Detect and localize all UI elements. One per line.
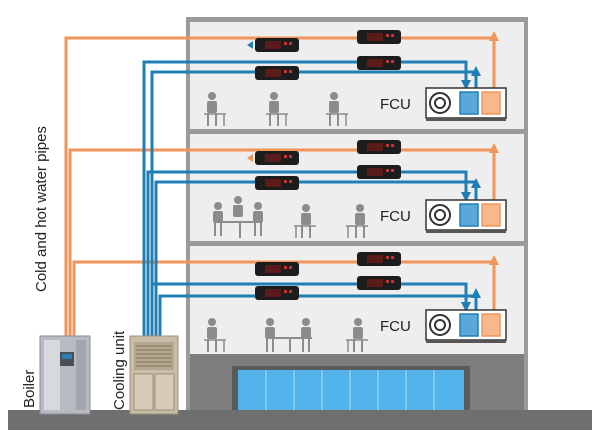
controller-icon bbox=[357, 252, 401, 266]
person-icon bbox=[265, 318, 275, 352]
person-icon bbox=[204, 318, 226, 352]
boiler-label: Boiler bbox=[21, 370, 38, 408]
person-icon bbox=[266, 92, 288, 126]
controller-icon bbox=[357, 140, 401, 154]
controller-icon bbox=[247, 38, 299, 52]
fcu-unit-icon bbox=[425, 199, 507, 233]
controller-icon bbox=[247, 151, 299, 165]
fcu-label-top: FCU bbox=[380, 96, 411, 113]
controller-icon bbox=[357, 276, 401, 290]
controller-icon bbox=[255, 262, 299, 276]
fcu-unit-icon bbox=[425, 87, 507, 121]
person-icon bbox=[233, 196, 243, 217]
fcu-label-middle: FCU bbox=[380, 208, 411, 225]
controller-icon bbox=[357, 165, 401, 179]
fcu-label-bottom: FCU bbox=[380, 318, 411, 335]
person-icon bbox=[326, 92, 348, 126]
person-icon bbox=[213, 202, 223, 236]
people-bottom-floor bbox=[204, 318, 368, 352]
cooling-unit-icon bbox=[129, 335, 179, 415]
cooling-unit-label: Cooling unit bbox=[111, 330, 128, 410]
controller-icon bbox=[357, 56, 401, 70]
cold-water-pipes bbox=[142, 60, 478, 336]
fcu-units bbox=[425, 87, 507, 343]
controller-icon bbox=[255, 66, 299, 80]
pipes-label: Cold and hot water pipes bbox=[33, 126, 50, 292]
person-icon bbox=[301, 318, 311, 352]
person-icon bbox=[204, 92, 226, 126]
people-middle-floor bbox=[213, 196, 368, 238]
person-icon bbox=[346, 204, 368, 238]
hot-pipe-arrows bbox=[489, 31, 499, 265]
person-icon bbox=[253, 202, 263, 236]
people-top-floor bbox=[204, 92, 348, 126]
controller-icon bbox=[255, 286, 299, 300]
person-icon bbox=[346, 318, 368, 352]
boiler-icon bbox=[39, 335, 91, 415]
cold-pipe-arrows bbox=[461, 66, 481, 312]
person-icon bbox=[294, 204, 316, 238]
lobby-windows bbox=[238, 370, 464, 410]
fcu-unit-icon bbox=[425, 309, 507, 343]
controller-icon bbox=[255, 176, 299, 190]
ground bbox=[8, 410, 592, 430]
controllers bbox=[247, 30, 401, 300]
controller-icon bbox=[357, 30, 401, 44]
